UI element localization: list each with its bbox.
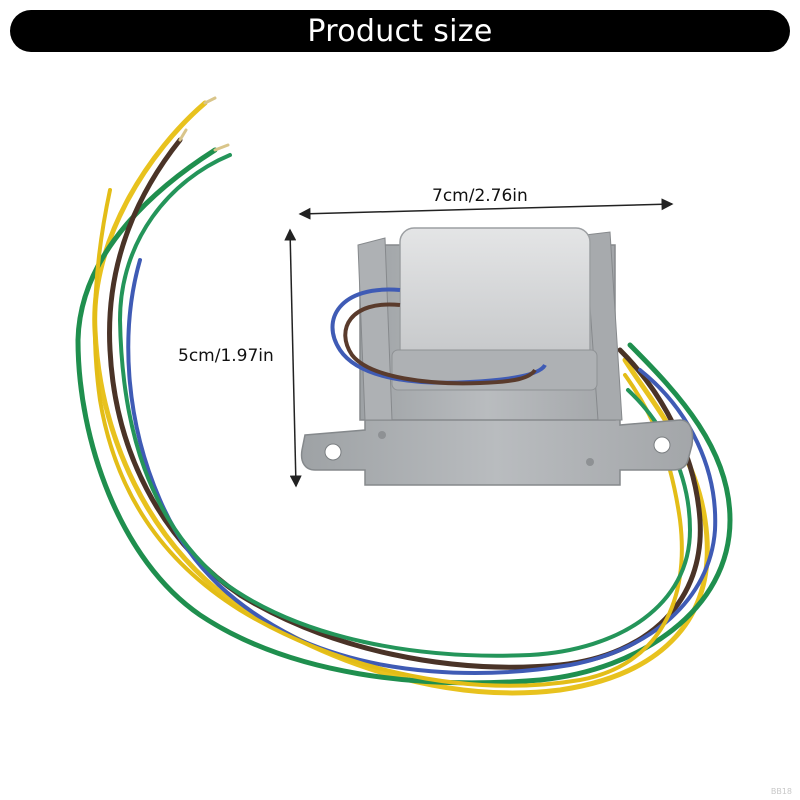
wire-tip	[178, 128, 188, 142]
watermark: BB18	[770, 787, 792, 796]
width-dimension-arrow	[298, 198, 674, 220]
wire-bundle	[75, 96, 733, 696]
rivet	[586, 458, 594, 466]
brown-lead	[343, 302, 537, 386]
mount-hole-left	[324, 443, 342, 461]
green-wire	[75, 147, 733, 686]
title-banner: Product size	[10, 10, 790, 52]
banner-title: Product size	[307, 13, 493, 49]
blue-lead	[330, 287, 547, 385]
wire-tip	[213, 143, 230, 152]
mounting-plate	[300, 414, 694, 486]
transformer	[300, 227, 694, 486]
brown-wire	[107, 137, 703, 670]
wire-tip	[203, 96, 217, 105]
yellow-wire-2	[92, 188, 684, 688]
rivet	[378, 431, 386, 439]
width-dimension-label: 7cm/2.76in	[432, 186, 528, 206]
coil-cover	[399, 227, 591, 364]
coil-base	[391, 349, 598, 391]
height-dimension-label: 5cm/1.97in	[178, 346, 274, 366]
height-dimension-arrow	[284, 228, 302, 488]
blue-wire	[126, 258, 718, 675]
green-wire-2	[117, 153, 693, 658]
mount-hole-right	[653, 436, 671, 454]
